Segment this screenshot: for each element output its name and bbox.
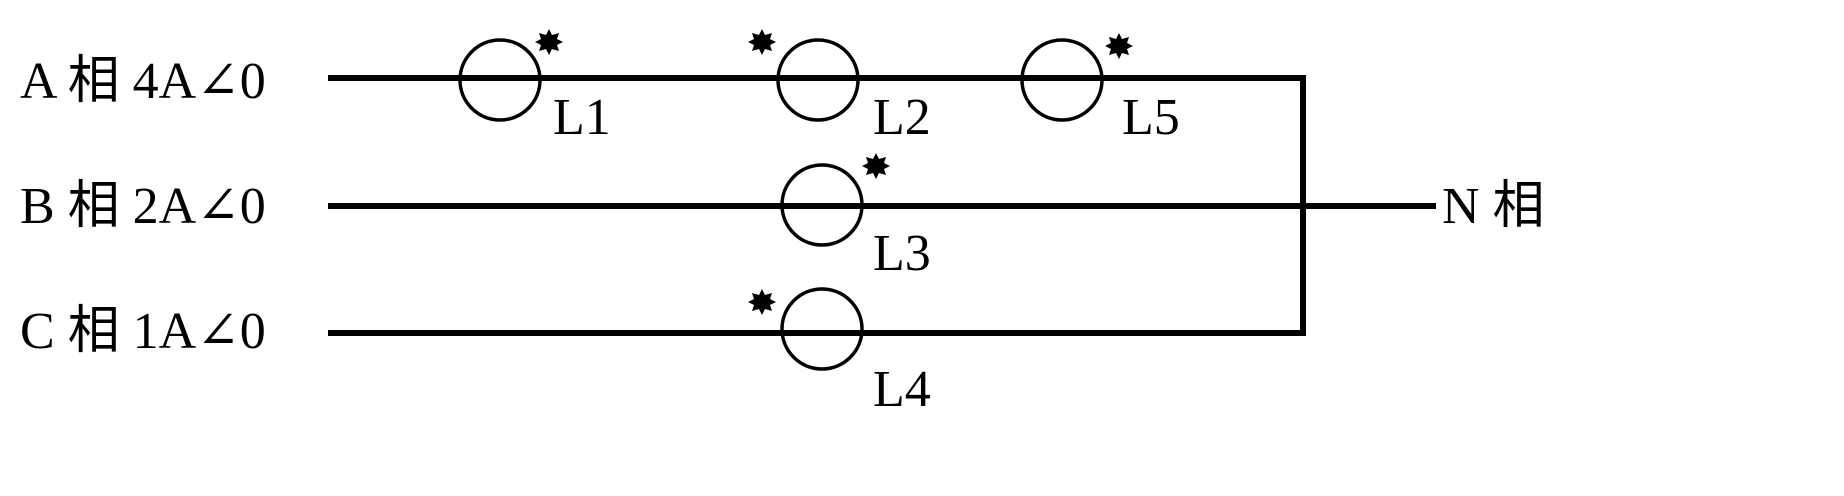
phase-b-label: B 相 2A∠0 [20, 178, 266, 235]
polarity-mark-l2-icon [748, 29, 776, 55]
ct-l3: L3 [780, 153, 931, 282]
ct-l5-label: L5 [1122, 89, 1180, 146]
ct-l1-coil [458, 38, 542, 122]
polarity-mark-l5-icon [1105, 33, 1133, 59]
polarity-mark-l4-icon [748, 289, 776, 315]
ct-l2: L2 [748, 29, 931, 146]
neutral-label: N 相 [1442, 178, 1545, 235]
ct-l4-coil [780, 287, 864, 371]
ct-l1-label: L1 [553, 89, 611, 146]
phase-c-label: C 相 1A∠0 [20, 303, 266, 360]
polarity-mark-l3-icon [862, 153, 890, 179]
ct-l2-coil [776, 38, 860, 122]
ct-l3-label: L3 [873, 225, 931, 282]
ct-l2-label: L2 [873, 89, 931, 146]
phase-a-label: A 相 4A∠0 [20, 53, 266, 110]
ct-l1: L1 [458, 29, 611, 146]
polarity-mark-l1-icon [535, 29, 563, 55]
ct-l4-label: L4 [873, 361, 931, 418]
ct-l5: L5 [1020, 33, 1180, 146]
ct-l3-coil [780, 163, 864, 247]
ct-l5-coil [1020, 38, 1104, 122]
ct-l4: L4 [748, 287, 931, 418]
